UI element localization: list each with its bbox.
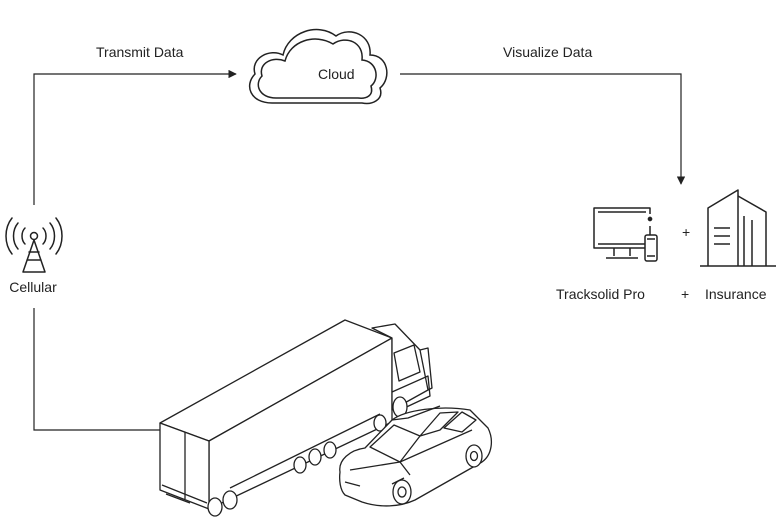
cellular-tower-icon — [5, 217, 63, 273]
smartphone-icon — [644, 234, 658, 262]
cloud-icon — [248, 28, 388, 105]
car-icon — [339, 405, 493, 507]
tracksolid-pro-label: Tracksolid Pro — [556, 286, 645, 302]
plus-sign-icons: + — [682, 224, 691, 240]
visualize-connector — [400, 73, 686, 185]
cellular-label: Cellular — [9, 279, 57, 295]
transmit-data-label: Transmit Data — [96, 44, 184, 60]
truck-icon — [159, 319, 433, 517]
transmit-connector — [33, 69, 237, 205]
desktop-computer-icon — [593, 207, 653, 259]
cloud-label: Cloud — [318, 66, 355, 82]
office-building-icon — [700, 189, 776, 267]
visualize-data-label: Visualize Data — [503, 44, 593, 60]
cellular-connector — [33, 308, 162, 431]
plus-sign-labels: + — [681, 286, 690, 302]
insurance-label: Insurance — [705, 286, 767, 302]
